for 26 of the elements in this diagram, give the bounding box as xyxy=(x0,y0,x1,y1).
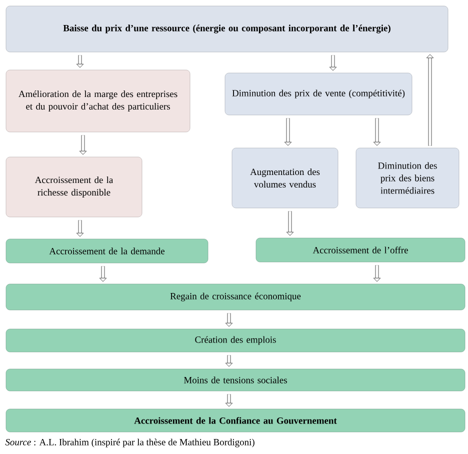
arrow xyxy=(225,394,233,407)
process-box: Création des emplois xyxy=(6,328,466,352)
process-box: Accroissement de la richesse disponible xyxy=(6,156,142,218)
process-box: Accroissement de la Confiance au Gouvernement xyxy=(6,408,466,432)
arrow xyxy=(329,55,337,71)
source-note: Source : A.L. Ibrahim (inspiré par la thèse de Mathieu Bordigoni) xyxy=(5,438,254,448)
arrow xyxy=(426,54,434,146)
process-box: Baisse du prix d’une ressource (énergie ou composant incorporant de l’énergie) xyxy=(6,6,448,52)
process-box: Regain de croissance économique xyxy=(6,284,466,310)
arrow xyxy=(286,211,294,236)
process-box: Moins de tensions sociales xyxy=(6,368,466,392)
arrow xyxy=(76,220,84,237)
process-box: Diminution des prix de vente (compétitivité) xyxy=(224,72,412,116)
arrow xyxy=(76,55,84,68)
process-box: Diminution des prix des biens intermédiaires xyxy=(356,148,460,208)
arrow xyxy=(99,266,107,282)
arrow xyxy=(79,135,87,155)
arrow xyxy=(373,118,381,146)
arrow xyxy=(373,265,381,282)
process-box: Accroissement de l’offre xyxy=(256,238,466,262)
arrow xyxy=(284,118,292,146)
process-box: Augmentation des volumes vendus xyxy=(232,148,338,208)
arrow xyxy=(225,313,233,327)
process-box: Amélioration de la marge des entreprises et du pouvoir d’achat des particuliers xyxy=(6,70,190,132)
arrow xyxy=(225,355,233,367)
process-box: Accroissement de la demande xyxy=(6,238,208,264)
